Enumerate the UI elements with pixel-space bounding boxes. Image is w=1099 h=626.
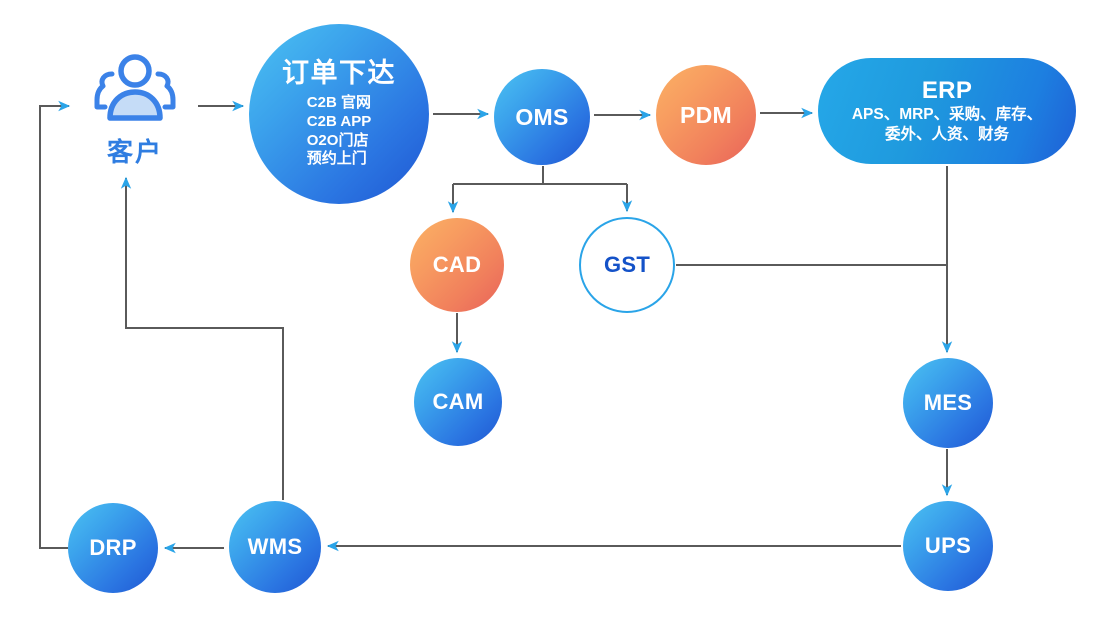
node-order-title: 订单下达 [282,57,396,88]
node-pdm[interactable]: PDM [656,65,756,165]
node-oms[interactable]: OMS [494,69,590,165]
node-gst[interactable]: GST [579,217,675,313]
erp-sub-2: 委外、人资、财务 [884,125,1009,143]
node-ups-title: UPS [924,533,972,559]
edge-drp-to-customer [39,100,71,549]
node-cam[interactable]: CAM [414,358,502,446]
order-sub-2: C2B APP [306,112,372,130]
node-erp[interactable]: ERP APS、MRP、采购、库存、 委外、人资、财务 [818,58,1076,164]
node-oms-title: OMS [515,103,569,130]
node-cam-title: CAM [432,389,484,415]
order-sub-3: O2O门店 [306,131,369,149]
node-pdm-title: PDM [679,101,732,128]
node-drp-title: DRP [89,535,137,561]
node-cad-title: CAD [432,252,482,278]
node-ups[interactable]: UPS [903,501,993,591]
customer-label: 客户 [106,137,163,167]
edge-wms-to-customer [120,176,284,500]
node-mes-title: MES [923,390,973,416]
node-wms[interactable]: WMS [229,501,321,593]
erp-sub-1: APS、MRP、采购、库存、 [851,106,1043,124]
node-mes[interactable]: MES [903,358,993,448]
node-wms-title: WMS [247,534,303,560]
customer-group-icon [94,54,176,121]
node-gst-title: GST [603,252,651,278]
node-customer[interactable]: 客户 [78,52,192,172]
order-sub-1: C2B 官网 [306,94,371,112]
node-order-sublist: C2B 官网 C2B APP O2O门店 预约上门 [307,94,371,169]
node-erp-title: ERP [921,77,973,105]
node-drp[interactable]: DRP [68,503,158,593]
node-cad[interactable]: CAD [410,218,504,312]
node-erp-sublist: APS、MRP、采购、库存、 委外、人资、财务 [852,105,1042,144]
node-order-placement[interactable]: 订单下达 C2B 官网 C2B APP O2O门店 预约上门 [249,24,429,204]
order-sub-4: 预约上门 [306,150,367,168]
